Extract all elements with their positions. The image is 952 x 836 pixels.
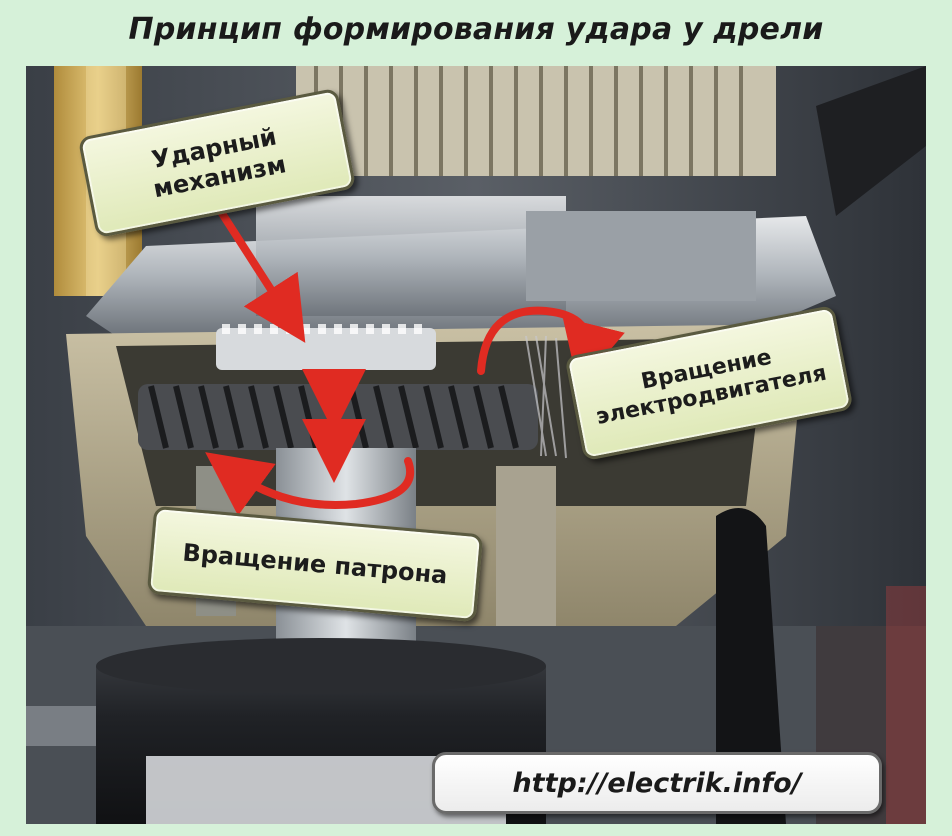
arrow-chuck-rotation xyxy=(205,452,415,516)
arrow-motor-rotation xyxy=(477,306,625,388)
impact-ratchet-gear xyxy=(216,324,436,370)
armature-wires xyxy=(525,335,567,459)
page-title: Принцип формирования удара у дрели xyxy=(128,12,824,47)
motor-fan-fins xyxy=(296,66,776,176)
source-url[interactable]: http://electrik.info/ xyxy=(432,752,882,814)
arrow-impact-pointer xyxy=(212,200,306,343)
drill-cutaway-photo xyxy=(26,66,926,824)
arrows xyxy=(205,200,625,516)
